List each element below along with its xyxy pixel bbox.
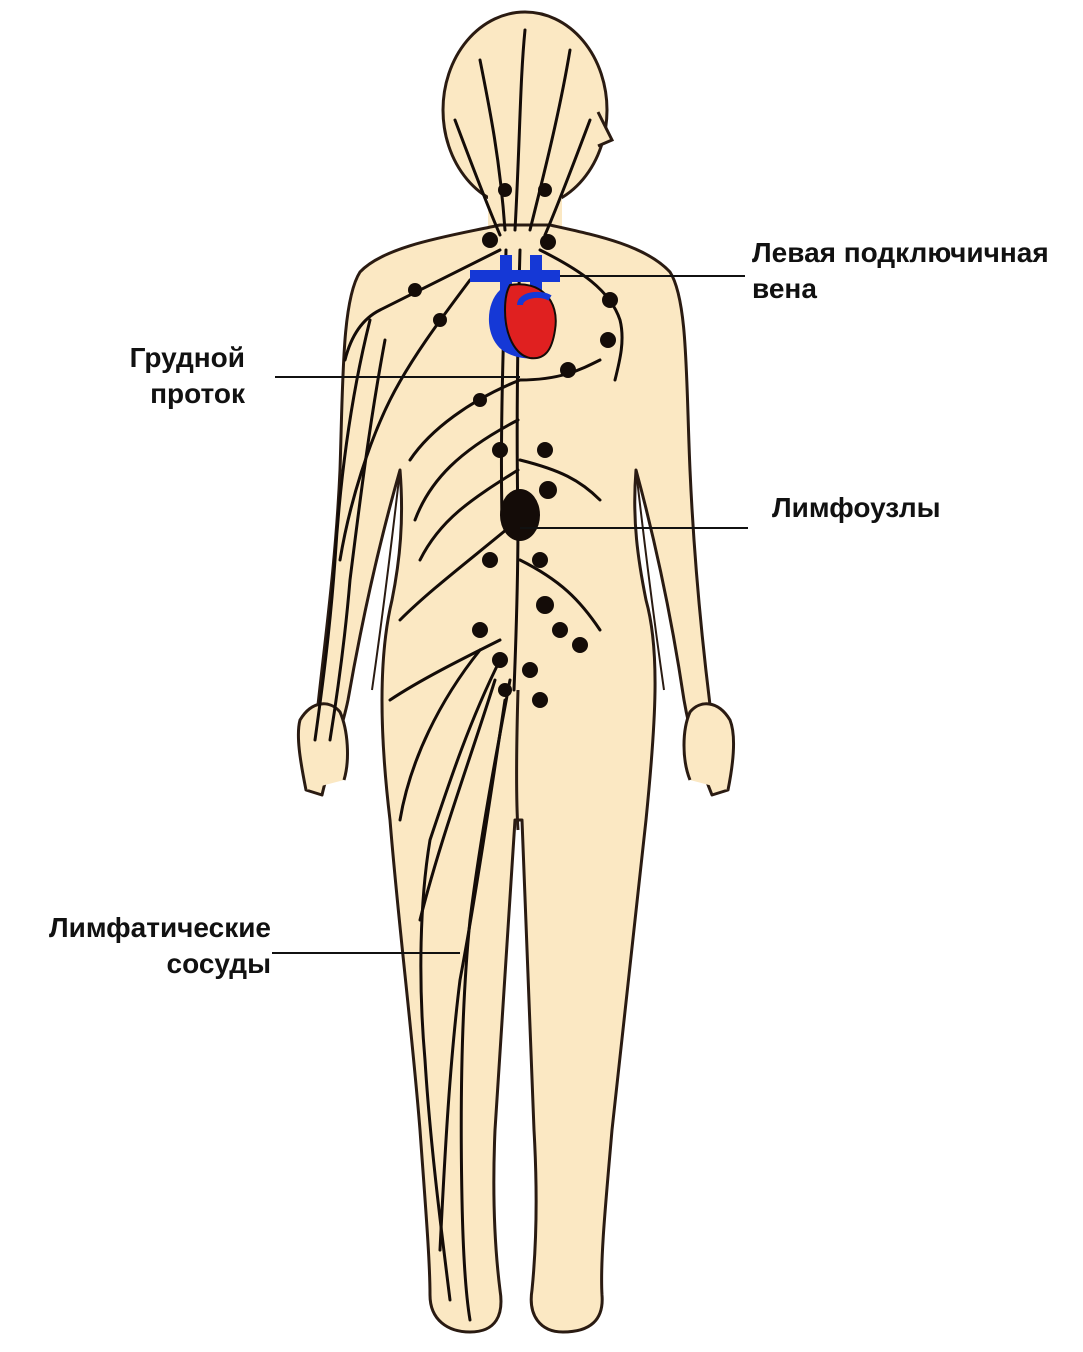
label-subclavian-vein-line-2: вена xyxy=(752,273,817,304)
label-subclavian-vein-line-1: Левая подключичная xyxy=(752,237,1049,268)
vena-cava xyxy=(470,270,560,282)
label-thoracic-duct-line-2: проток xyxy=(150,378,245,409)
label-lymph-vessels: Лимфатические сосуды xyxy=(49,910,271,982)
label-subclavian-vein: Левая подключичная вена xyxy=(752,235,1049,307)
label-thoracic-duct: Грудной проток xyxy=(130,340,245,412)
label-thoracic-duct-line-1: Грудной xyxy=(130,342,245,373)
leg-divider xyxy=(517,690,519,830)
label-lymph-nodes-line-1: Лимфоузлы xyxy=(772,492,941,523)
right-hand xyxy=(684,704,734,790)
label-lymph-vessels-line-1: Лимфатические xyxy=(49,912,271,943)
label-lymph-vessels-line-2: сосуды xyxy=(167,948,271,979)
left-hand xyxy=(298,704,347,790)
label-lymph-nodes: Лимфоузлы xyxy=(772,490,941,526)
